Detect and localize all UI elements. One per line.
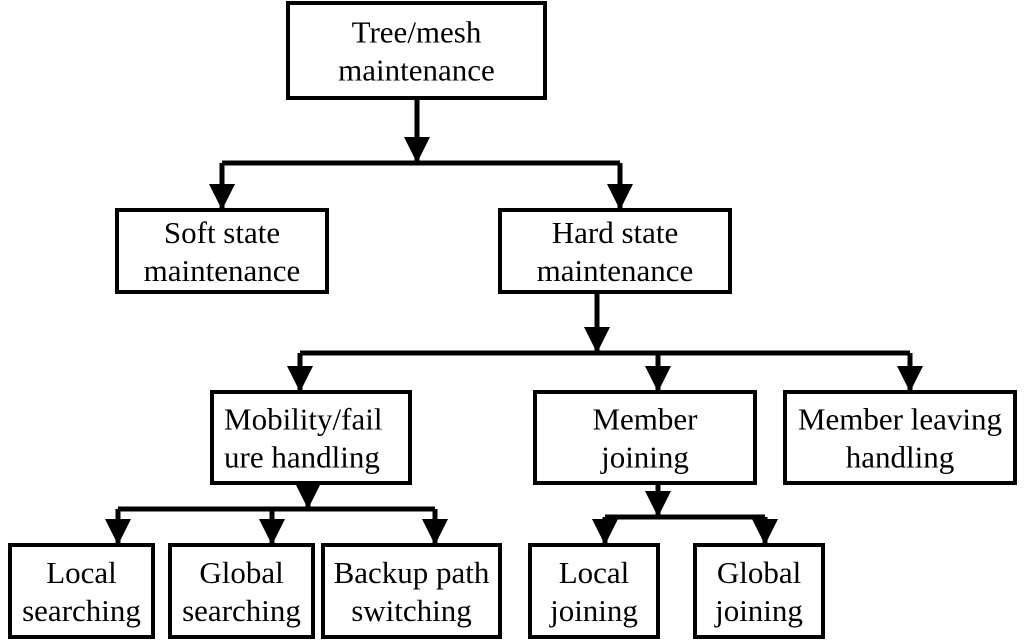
node-label-line2-member-leaving: handling	[846, 440, 955, 475]
edge-joining-to-level3-arrowhead-icon-1	[752, 519, 778, 545]
node-label-line1-global-joining: Global	[717, 555, 801, 590]
edge-root-to-level1-stem-arrowhead-icon	[404, 137, 430, 163]
node-label-line1-local-joining: Local	[559, 555, 630, 590]
node-label-line2-soft-state: maintenance	[144, 253, 301, 288]
node-label-line2-mobility-failure: ure handling	[224, 440, 380, 475]
node-box-soft-state[interactable]	[115, 208, 329, 294]
edge-mobility-to-level3-arrowhead-icon-1	[259, 519, 285, 545]
node-label-line2-backup-path-switching: switching	[351, 593, 472, 628]
edge-hardstate-to-level2-stem-arrowhead-icon	[584, 327, 610, 353]
edge-joining-to-level3-arrowhead-icon-0	[592, 519, 618, 545]
node-label-line2-local-searching: searching	[22, 593, 141, 628]
node-label-line1-backup-path-switching: Backup path	[334, 555, 490, 590]
node-label-line1-hard-state: Hard state	[552, 215, 679, 250]
node-label-line1-mobility-failure: Mobility/fail	[224, 402, 382, 437]
node-box-global-joining[interactable]	[693, 543, 825, 639]
node-label-line2-root: maintenance	[338, 53, 495, 88]
node-box-local-joining[interactable]	[528, 543, 660, 639]
edge-root-to-level1-arrowhead-icon-1	[607, 184, 633, 210]
edge-mobility-to-level3-group	[105, 483, 448, 545]
edge-hardstate-to-level2-group	[287, 292, 923, 392]
node-box-root[interactable]	[286, 1, 547, 100]
edge-root-to-level1-arrowhead-icon-0	[209, 184, 235, 210]
node-box-backup-path-switching[interactable]	[321, 543, 502, 639]
node-box-member-joining[interactable]	[533, 390, 757, 485]
edge-hardstate-to-level2-arrowhead-icon-1	[645, 366, 671, 392]
node-label-line1-root: Tree/mesh	[352, 15, 482, 50]
edge-joining-to-level3-group	[592, 483, 778, 545]
edge-mobility-to-level3-arrowhead-icon-2	[422, 519, 448, 545]
edge-hardstate-to-level2-arrowhead-icon-0	[287, 366, 313, 392]
node-box-mobility-failure[interactable]	[210, 390, 412, 485]
connector-layer	[105, 98, 923, 545]
node-label-line2-hard-state: maintenance	[537, 253, 694, 288]
node-label-line2-member-joining: joining	[600, 440, 689, 475]
node-box-member-leaving[interactable]	[783, 390, 1017, 485]
node-label-line1-member-leaving: Member leaving	[798, 402, 1002, 437]
edge-mobility-to-level3-arrowhead-icon-0	[105, 519, 131, 545]
node-label-line1-member-joining: Member	[592, 402, 698, 437]
node-box-hard-state[interactable]	[498, 208, 732, 294]
edge-hardstate-to-level2-arrowhead-icon-2	[897, 366, 923, 392]
node-label-line1-soft-state: Soft state	[164, 215, 280, 250]
node-label-line2-global-searching: searching	[182, 593, 301, 628]
node-label-line2-local-joining: joining	[549, 593, 638, 628]
node-label-line1-local-searching: Local	[46, 555, 117, 590]
edge-joining-to-level3-stem-arrowhead-icon	[645, 491, 671, 517]
node-box-local-searching[interactable]	[8, 543, 155, 639]
edge-mobility-to-level3-stem-arrowhead-icon	[295, 483, 321, 509]
node-label-line1-global-searching: Global	[199, 555, 283, 590]
edge-root-to-level1-group	[209, 98, 633, 210]
node-label-line2-global-joining: joining	[714, 593, 803, 628]
node-box-global-searching[interactable]	[168, 543, 315, 639]
